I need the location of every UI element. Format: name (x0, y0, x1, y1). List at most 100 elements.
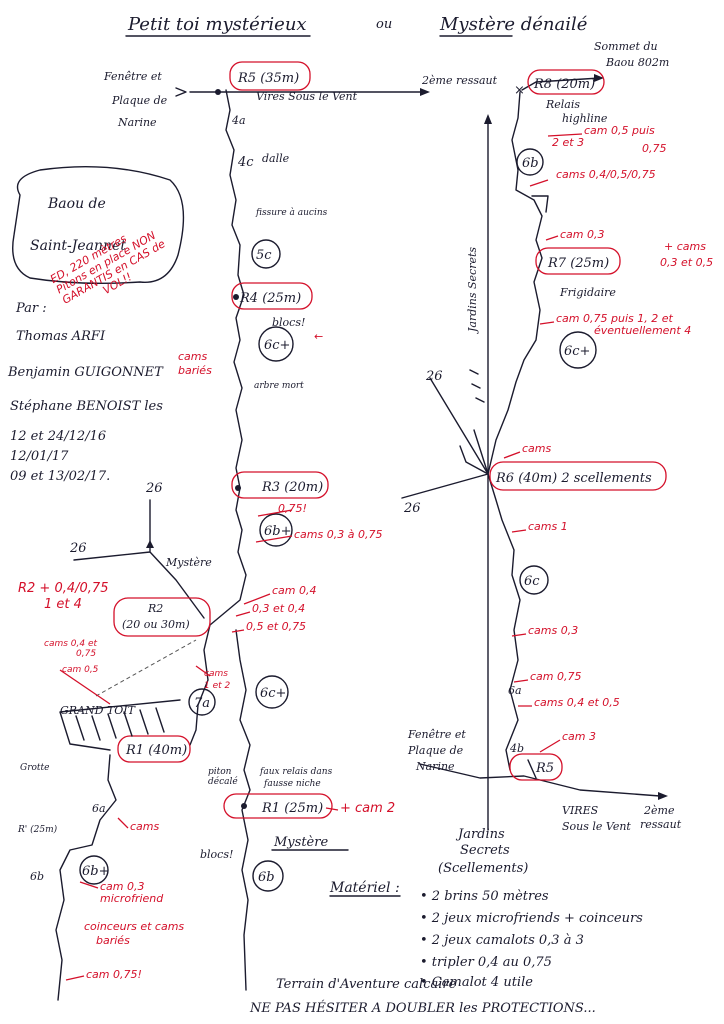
cams-low: cams (130, 820, 160, 833)
cams-baries-top-1: cams (178, 350, 208, 363)
title-right: Mystère dénailé (439, 14, 588, 35)
materiel-list: • 2 brins 50 mètres • 2 jeux microfriend… (420, 889, 643, 990)
cams-1-right: cams 1 (528, 520, 568, 533)
r7-label: R7 (25m) (547, 256, 609, 271)
jardins-bottom-2: Secrets (460, 843, 510, 858)
exit-26-right-b: 26 (403, 501, 421, 516)
cams-r7-2: 0,3 et 0,5 (660, 256, 713, 269)
authors-par: Par : (15, 301, 47, 316)
r2-note-1: R2 + 0,4/0,75 (18, 581, 108, 596)
exit-26-right-a: 26 (425, 369, 443, 384)
r2-cam-3: 0,5 et 0,75 (246, 620, 306, 633)
sommet-line (521, 77, 601, 91)
sommet-1: Sommet du (594, 40, 658, 53)
grade-6bp-circle (259, 513, 293, 547)
r5-left-oval (229, 61, 311, 91)
materiel-item-4: • tripler 0,4 au 0,75 (420, 955, 552, 970)
grade-6bp: 6b+ (264, 524, 292, 539)
fenetre-right-2: Plaque de (407, 744, 464, 757)
box-line1: Baou de (47, 196, 106, 212)
cam-arrow-r4: ← (314, 330, 323, 343)
r7-oval (535, 247, 621, 275)
r5-right-label: R5 (535, 761, 554, 776)
dalle-label: dalle (262, 152, 290, 165)
cam-075-right: cam 0,75 (530, 670, 582, 683)
grade-6cp-right-circle (559, 331, 597, 369)
materiel-item-2: • 2 jeux microfriends + coinceurs (420, 911, 643, 926)
r3-label: R3 (20m) (261, 480, 323, 495)
r1prime-oval (117, 735, 191, 763)
r5-right-oval (509, 753, 563, 781)
ressaut-right-1: 2ème (643, 804, 675, 817)
exit-26-b: 26 (69, 541, 87, 556)
grand-toit-label: GRAND TOIT (60, 704, 137, 717)
date-2: 12/01/17 (10, 449, 69, 464)
vires-right-1: VIRES (562, 804, 599, 817)
cams-04-2: 0,75 (76, 649, 96, 659)
cam1-right-3: 0,75 (642, 142, 667, 155)
cams-1et2-2: 1 et 2 (204, 681, 231, 691)
faux-relais-1: faux relais dans (259, 767, 333, 777)
faux-relais-2: fausse niche (263, 779, 321, 789)
cams-04-1: cams 0,4 et (44, 639, 97, 649)
grade-4b-right: 4b (509, 742, 524, 755)
cams-03-right: cams 0,3 (528, 624, 578, 637)
r2-cam-1: cam 0,4 (272, 584, 317, 597)
r3-cam-1: 0,75! (278, 502, 307, 515)
cam03-right: cam 0,3 (560, 228, 605, 241)
r4-label: R4 (25m) (239, 291, 301, 306)
coinceurs-2: bariés (96, 934, 130, 947)
fenetre-left-1: Fenêtre et (103, 70, 162, 83)
relais-highline-2: highline (562, 112, 608, 125)
cam-long-2: éventuellement 4 (594, 324, 691, 337)
fissure-label: fissure à aucins (255, 207, 328, 218)
grade-6a-right: 6a (508, 684, 522, 697)
fenetre-right-1: Fenêtre et (407, 728, 466, 741)
r3-oval (231, 471, 329, 499)
r1prime-label: R1 (40m) (125, 743, 187, 758)
author-2: Benjamin GUIGONNET (7, 365, 164, 380)
vires-left: Vires Sous le Vent (256, 90, 358, 103)
cam-075-left: cam 0,75! (86, 968, 142, 981)
blocs-label-1: blocs! (272, 316, 305, 329)
title-left: Petit toi mystérieux (127, 14, 307, 35)
crag-box (12, 165, 185, 285)
r3-cam-2: cams 0,3 à 0,75 (294, 528, 382, 541)
cams-a-right: cams 0,4 et 0,5 (534, 696, 620, 709)
vires-right-2: Sous le Vent (562, 820, 631, 833)
mystere-bottom-label: Mystère (273, 835, 328, 850)
exit-26-a: 26 (145, 481, 163, 496)
footer-line-1: Terrain d'Aventure calcaire (276, 977, 457, 992)
grade-4a: 4a (231, 114, 246, 127)
grade-5c-circle (251, 239, 281, 269)
grotte-label: Grotte (20, 763, 49, 773)
r4-oval (231, 282, 313, 310)
materiel-item-3: • 2 jeux camalots 0,3 à 3 (420, 933, 584, 948)
cam-05-label: cam 0,5 (62, 665, 99, 675)
fenetre-left-3: Narine (117, 116, 157, 129)
fenetre-left-2: Plaque de (111, 94, 168, 107)
r6-label: R6 (40m) 2 scellements (495, 471, 652, 486)
r6-oval (489, 461, 667, 491)
author-3: Stéphane BENOIST les (10, 399, 163, 414)
r2-note-2: 1 et 4 (44, 597, 82, 612)
grade-6cp-mid-circle (255, 675, 289, 709)
relais-highline-1: Relais (545, 98, 580, 111)
cam1-right-1: cam 0,5 puis (584, 124, 655, 137)
piton-decale-2: décalé (208, 776, 238, 787)
blocs-label-2: blocs! (200, 848, 233, 861)
grade-6a-left: 6a (92, 802, 106, 815)
materiel-item-5: • Camalot 4 utile (420, 975, 533, 990)
left-lower-line (55, 754, 117, 1001)
author-1: Thomas ARFI (16, 329, 106, 344)
date-3: 09 et 13/02/17. (10, 469, 110, 484)
grade-5c: 5c (256, 248, 272, 263)
grade-4c: 4c (237, 155, 254, 170)
footer-line-2: NE PAS HÉSITER A DOUBLER les PROTECTIONS… (249, 1000, 596, 1016)
grade-6cp-top: 6c+ (264, 338, 290, 353)
rprime-label: R' (25m) (17, 824, 58, 835)
grade-6cp-right: 6c+ (564, 344, 590, 359)
box-line2: Saint-Jeannet (30, 238, 126, 254)
warning-text: ED, 220 mètres Pitons en place NON GARAN… (48, 229, 168, 307)
r8-cross: × (514, 83, 525, 98)
